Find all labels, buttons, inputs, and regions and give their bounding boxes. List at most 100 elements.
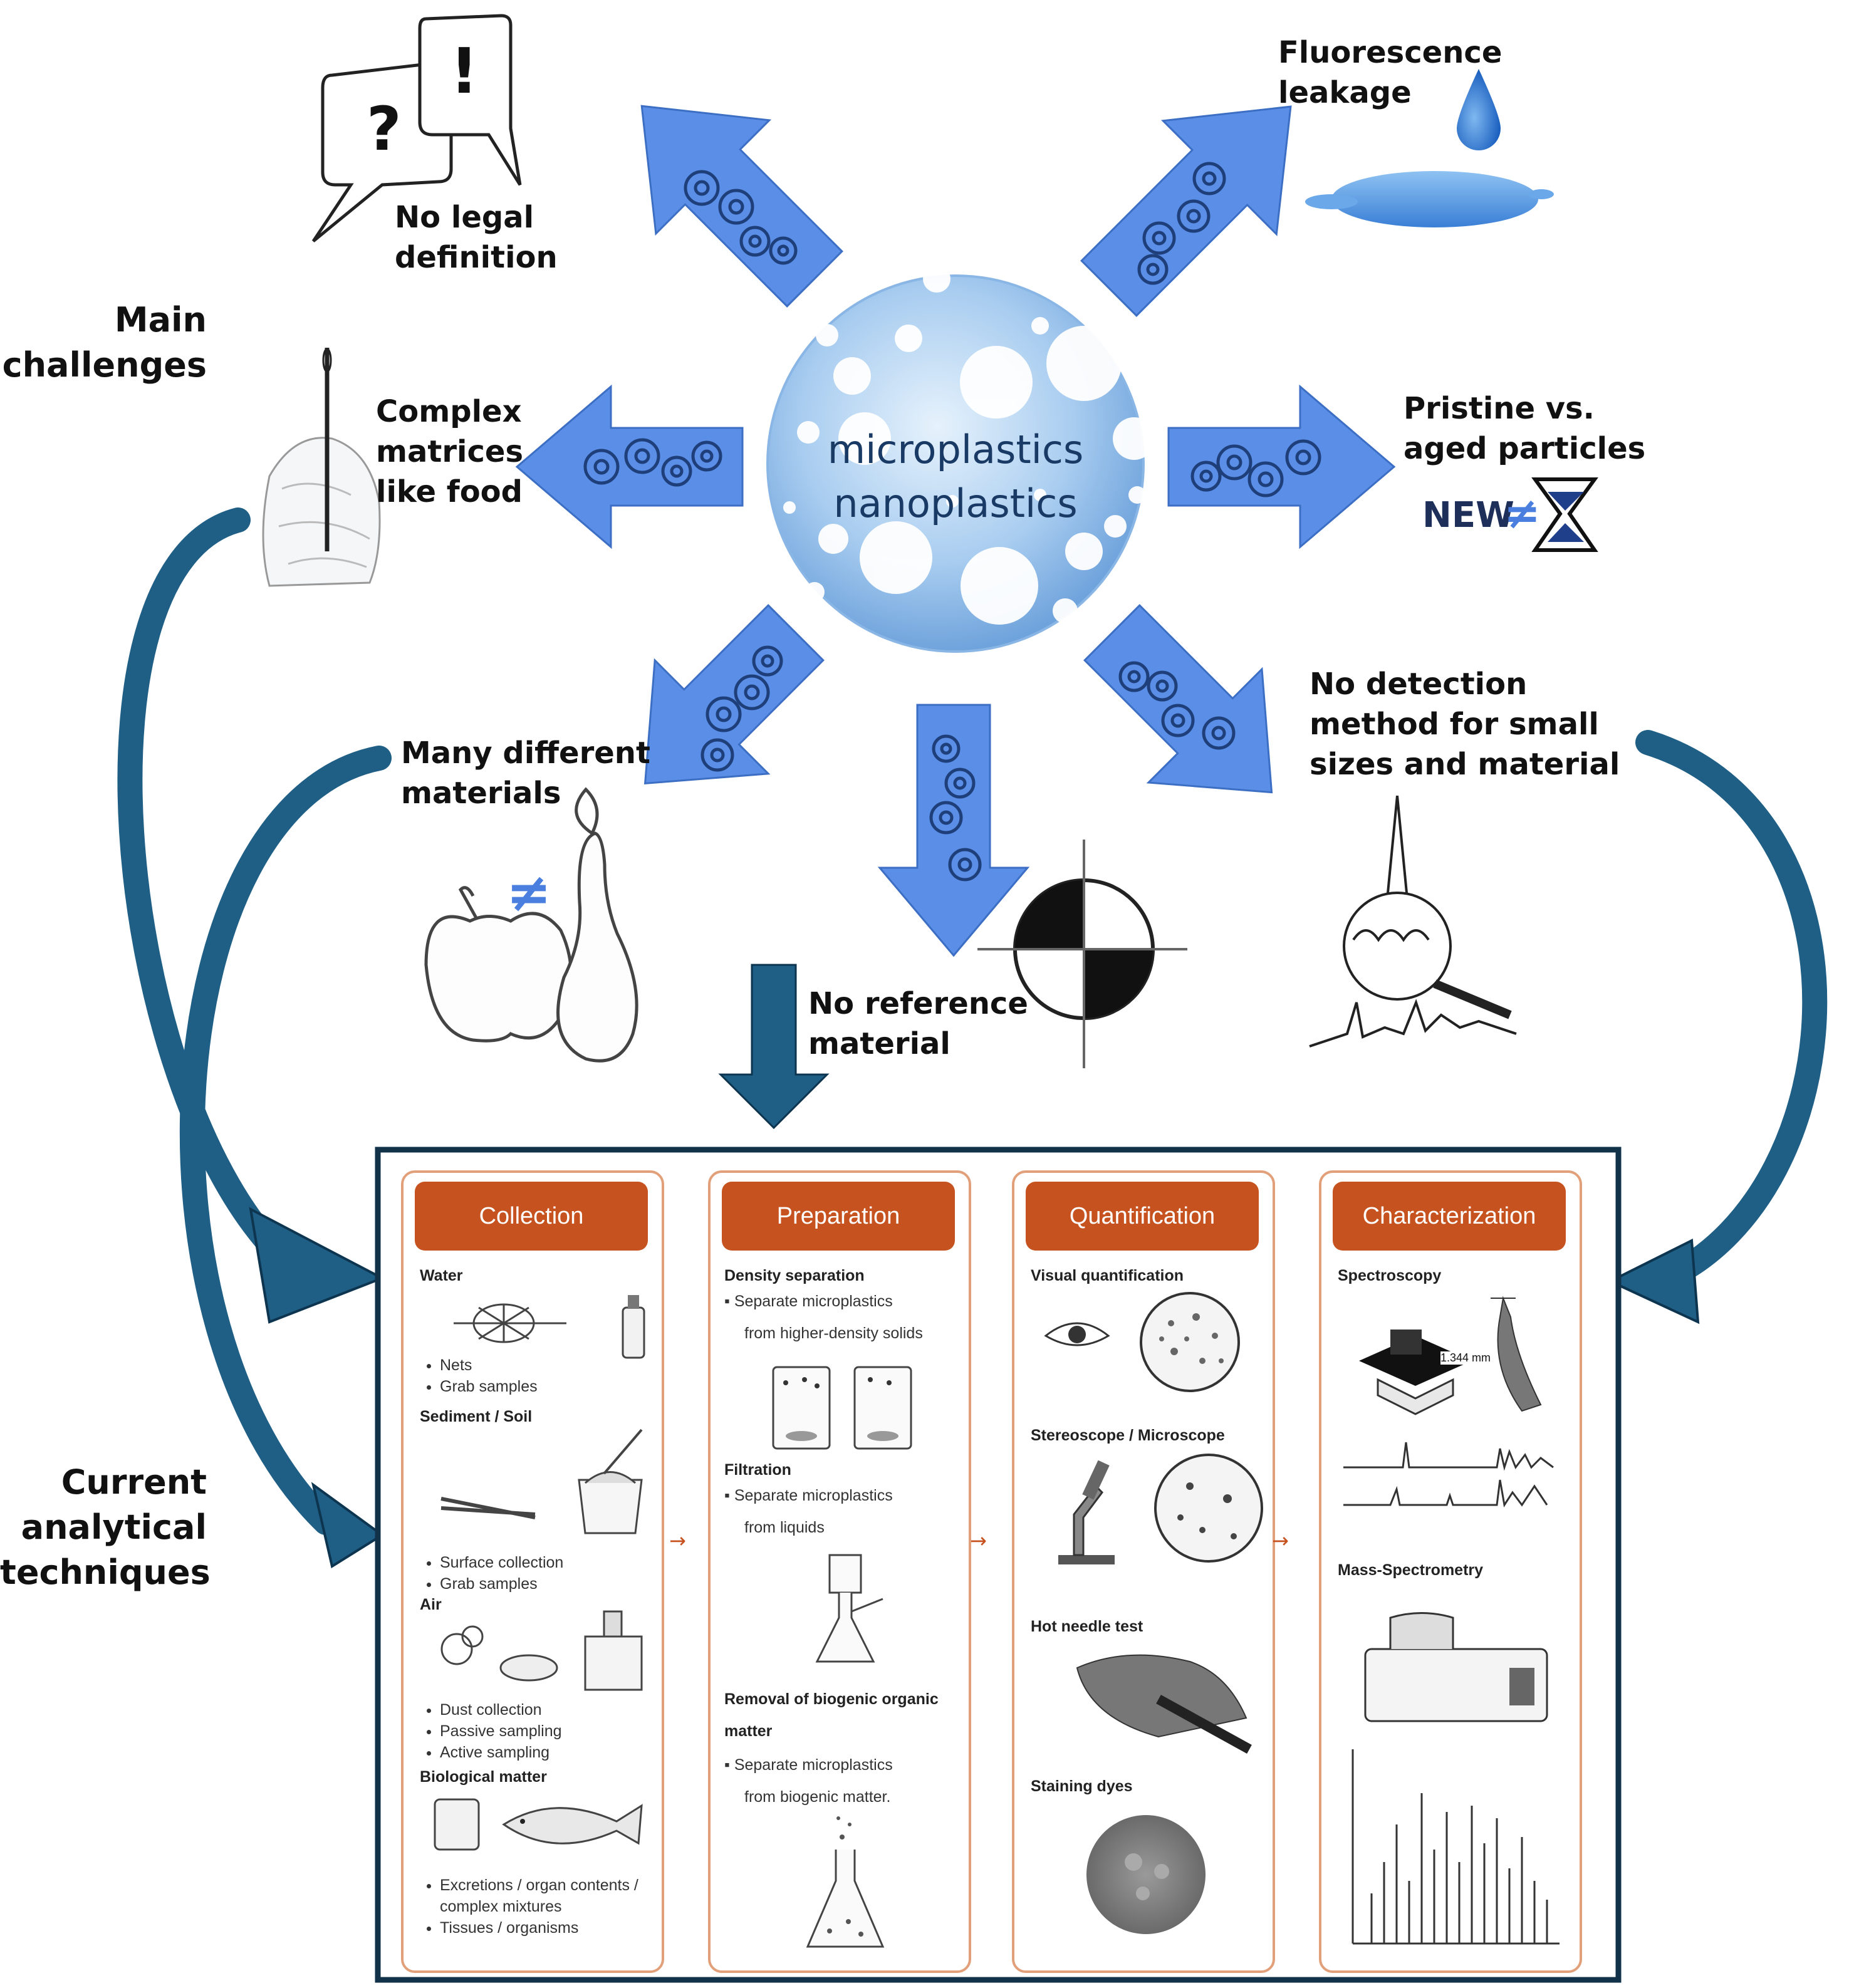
section-sediment: Sediment / Soil xyxy=(420,1408,533,1425)
eye-petri-icon xyxy=(1044,1292,1240,1392)
list-item: Surface collection xyxy=(440,1552,563,1573)
panel-characterization: Characterization Spectroscopy 1.344 mm M… xyxy=(1319,1170,1582,1973)
challenge-line: matrices xyxy=(376,434,524,469)
challenge-line: aged particles xyxy=(1404,431,1646,466)
needle-in-food-icon xyxy=(262,348,381,587)
main-challenges-label: Main challenges xyxy=(0,298,207,388)
challenge-line: Fluorescence xyxy=(1278,35,1502,70)
section-bio: Biological matter xyxy=(420,1768,547,1786)
sediment-items: Surface collection Grab samples xyxy=(420,1552,563,1595)
step-arrow: → xyxy=(1272,1529,1289,1553)
list-item: Passive sampling xyxy=(440,1720,562,1742)
current-techniques-line: techniques xyxy=(0,1553,211,1592)
panel-preparation: Preparation Density separation ▪ Separat… xyxy=(708,1170,971,1973)
challenge-line: definition xyxy=(395,240,558,275)
challenge-legal: No legal definition xyxy=(395,197,558,278)
air-items: Dust collection Passive sampling Active … xyxy=(420,1699,562,1763)
apple-pear-icon xyxy=(424,787,638,1063)
text-line: from biogenic matter. xyxy=(744,1788,891,1806)
water-items: Nets Grab samples xyxy=(420,1355,538,1397)
center-line2: nanoplastics xyxy=(833,481,1078,526)
plastics-sphere xyxy=(766,265,1155,653)
section-stereo: Stereoscope / Microscope xyxy=(1031,1427,1225,1444)
separation-cylinders-icon xyxy=(772,1366,912,1450)
question-mark-icon: ? xyxy=(367,94,402,164)
down-arrow-to-box xyxy=(718,964,830,1130)
challenge-pristine: Pristine vs. aged particles xyxy=(1404,388,1645,469)
curved-arrow-left-outer xyxy=(117,507,385,1324)
arrow-upper-right xyxy=(1080,105,1292,317)
section-staining: Staining dyes xyxy=(1031,1777,1133,1795)
filtration-text: ▪ Separate microplastics from liquids xyxy=(724,1480,893,1544)
new-label: NEW xyxy=(1422,495,1514,536)
section-removal: Removal of biogenic organic matter xyxy=(724,1684,939,1747)
text-line: matter xyxy=(724,1722,773,1740)
panel-title: Characterization xyxy=(1333,1182,1566,1251)
current-techniques-label: Current analytical techniques xyxy=(0,1460,211,1595)
curved-arrow-left-inner xyxy=(179,746,392,1569)
panel-title: Quantification xyxy=(1026,1182,1259,1251)
filtration-flask-icon xyxy=(815,1554,883,1663)
list-item: Grab samples xyxy=(440,1376,538,1397)
challenge-line: like food xyxy=(376,474,523,509)
air-samplers-icon xyxy=(440,1610,643,1691)
section-visual: Visual quantification xyxy=(1031,1267,1184,1284)
challenge-fluorescence: Fluorescence leakage xyxy=(1278,33,1502,113)
challenge-line: No detection xyxy=(1310,667,1528,702)
text-span: Separate microplastics xyxy=(734,1756,893,1774)
gear-icons xyxy=(583,162,1321,882)
list-item: Excretions / organ contents / complex mi… xyxy=(440,1875,639,1917)
erlenmeyer-flask-icon xyxy=(806,1816,885,1948)
section-filtration: Filtration xyxy=(724,1461,791,1479)
center-label: microplastics nanoplastics xyxy=(768,423,1143,531)
exclamation-icon: ! xyxy=(450,34,479,108)
text-line: ▪ Separate microplastics xyxy=(724,1293,893,1310)
text-span: Separate microplastics xyxy=(734,1487,893,1504)
bio-items: Excretions / organ contents / complex mi… xyxy=(420,1875,639,1939)
step-arrow: → xyxy=(669,1529,686,1553)
magnifier-spectrum-icon xyxy=(1309,795,1517,1048)
challenge-line: No reference xyxy=(808,986,1028,1021)
text-line: ▪ Separate microplastics xyxy=(724,1756,893,1774)
challenge-line: leakage xyxy=(1278,75,1412,110)
hot-needle-icon xyxy=(1076,1654,1252,1754)
list-item: Active sampling xyxy=(440,1742,562,1763)
speech-bubbles-icon xyxy=(311,14,522,242)
challenge-materials: Many different materials xyxy=(401,733,650,813)
list-item: Tissues / organisms xyxy=(440,1917,639,1939)
list-item: Grab samples xyxy=(440,1573,563,1595)
section-mass-spec: Mass-Spectrometry xyxy=(1338,1561,1484,1579)
challenge-reference: No reference material xyxy=(808,984,1028,1064)
main-challenges-line: Main xyxy=(114,300,207,340)
challenge-line: materials xyxy=(401,776,561,811)
panel-title: Preparation xyxy=(722,1182,955,1251)
section-spectroscopy: Spectroscopy xyxy=(1338,1267,1442,1284)
density-text: ▪ Separate microplastics from higher-den… xyxy=(724,1286,923,1350)
reference-target-icon xyxy=(977,840,1187,1068)
challenge-line: material xyxy=(808,1026,950,1061)
center-line1: microplastics xyxy=(827,427,1084,472)
main-challenges-line: challenges xyxy=(2,345,207,385)
scale-label: 1.344 mm xyxy=(1440,1351,1491,1365)
challenge-detection: No detection method for small sizes and … xyxy=(1310,664,1620,784)
text-span: Separate microplastics xyxy=(734,1293,893,1310)
net-bottle-icon xyxy=(454,1295,645,1359)
challenge-line: method for small xyxy=(1310,707,1599,742)
challenge-line: Pristine vs. xyxy=(1404,391,1595,426)
not-equal-icon: ≠ xyxy=(1504,487,1541,539)
current-techniques-line: Current xyxy=(61,1462,207,1502)
microscope-icon xyxy=(1058,1454,1263,1564)
removal-text: ▪ Separate microplastics from biogenic m… xyxy=(724,1749,893,1813)
text-line: Removal of biogenic organic xyxy=(724,1690,939,1708)
challenge-line: No legal xyxy=(395,200,534,235)
mass-spectrum-icon xyxy=(1351,1749,1560,1945)
fish-jar-icon xyxy=(434,1798,643,1851)
mass-spectrometer-icon xyxy=(1364,1612,1548,1722)
section-air: Air xyxy=(420,1596,442,1613)
section-needle: Hot needle test xyxy=(1031,1618,1143,1635)
challenge-matrices: Complex matrices like food xyxy=(376,392,523,512)
current-techniques-line: analytical xyxy=(21,1507,207,1547)
spectra-icon xyxy=(1343,1442,1554,1508)
arrow-right xyxy=(1167,384,1396,549)
text-line: ▪ Separate microplastics xyxy=(724,1487,893,1504)
